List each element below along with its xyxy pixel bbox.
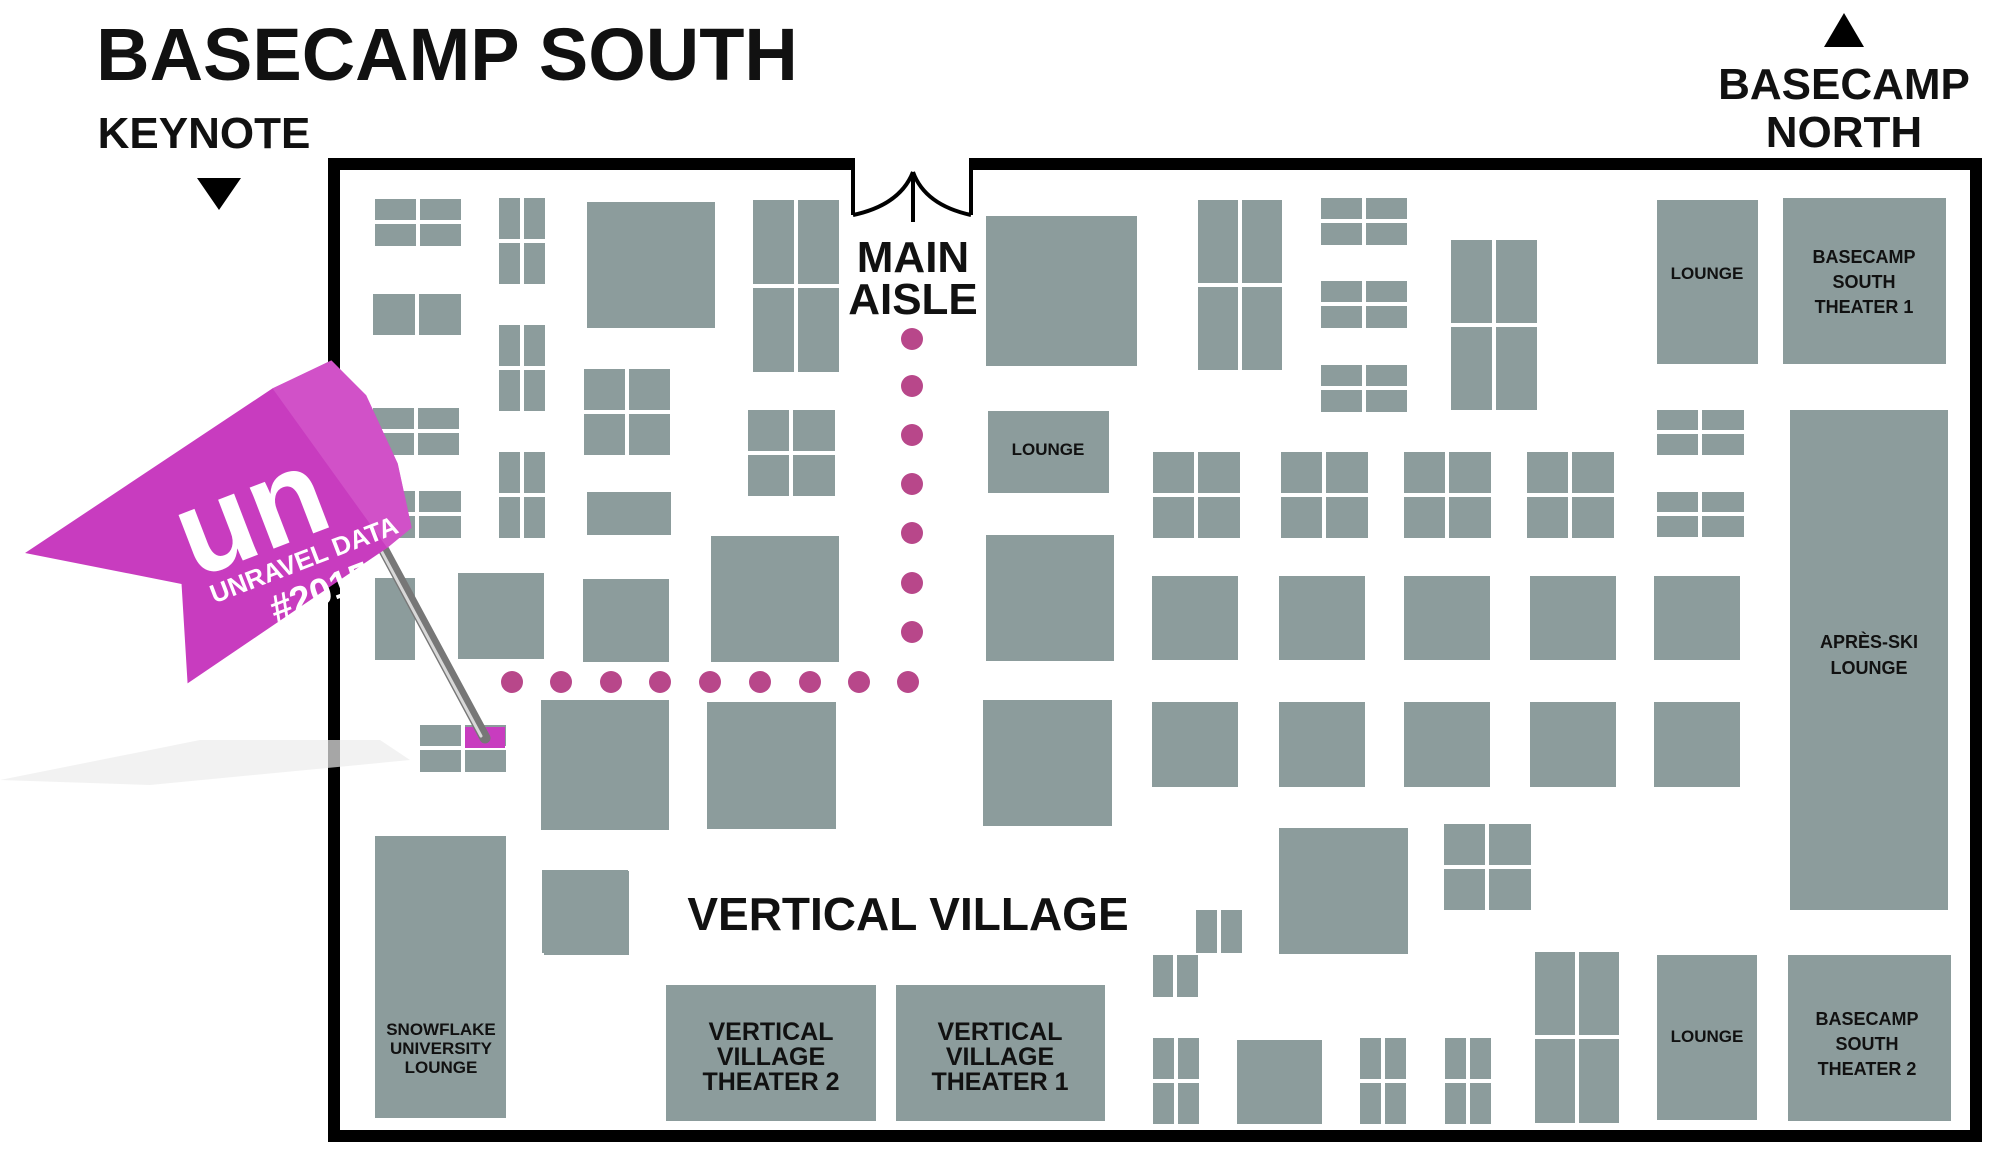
booth (542, 870, 628, 953)
route-dot (699, 671, 721, 693)
north-label-1: BASECAMP (1718, 60, 1970, 109)
booth-block (707, 200, 839, 829)
snowflake-label: UNIVERSITY (390, 1039, 493, 1058)
booth-block (1198, 198, 1946, 412)
route-dot (901, 621, 923, 643)
route-dot (901, 473, 923, 495)
entrance-door-icon (851, 158, 973, 222)
route-dot (901, 375, 923, 397)
vv-theater1-label: VILLAGE (946, 1043, 1054, 1071)
route-dot (901, 328, 923, 350)
theater1-label: BASECAMP (1812, 247, 1915, 267)
vv-theater2-label: VERTICAL (709, 1018, 834, 1046)
route-dot (799, 671, 821, 693)
theater1-label: SOUTH (1833, 272, 1896, 292)
theater2-label: BASECAMP (1815, 1009, 1918, 1029)
map-title: BASECAMP SOUTH (96, 13, 798, 96)
snowflake-label: SNOWFLAKE (386, 1020, 496, 1039)
route-dot (550, 671, 572, 693)
vv-theater2-label: THEATER 2 (702, 1068, 839, 1096)
lounge-label: LOUNGE (1671, 1027, 1744, 1046)
route-dot (749, 671, 771, 693)
booth-block (420, 198, 545, 772)
lounge-label: LOUNGE (1671, 264, 1744, 283)
up-triangle-icon (1824, 13, 1864, 47)
theater2-label: SOUTH (1836, 1034, 1899, 1054)
pin-shadow (0, 740, 410, 785)
booth-block (1152, 410, 1948, 910)
route-dot (897, 671, 919, 693)
main-aisle-label-2: AISLE (848, 275, 978, 324)
route-dot (649, 671, 671, 693)
vv-theater1-label: THEATER 1 (931, 1068, 1068, 1096)
unravel-data-pin-flag: un UNRAVEL DATA #2015 (25, 360, 412, 684)
route-dot (501, 671, 523, 693)
pin-needle (359, 509, 491, 744)
main-aisle-label-1: MAIN (857, 233, 969, 282)
north-label-2: NORTH (1766, 108, 1922, 157)
keynote-label: KEYNOTE (98, 109, 311, 158)
lounge-label: LOUNGE (1012, 440, 1085, 459)
apres-ski-label: LOUNGE (1830, 658, 1907, 678)
apres-ski-label: APRÈS-SKI (1820, 631, 1918, 652)
down-triangle-icon (197, 178, 241, 210)
booth-block (983, 216, 1137, 826)
hall-walls (328, 158, 1982, 1142)
booth-block (541, 202, 715, 955)
theater1-label: THEATER 1 (1815, 297, 1914, 317)
route-dot (848, 671, 870, 693)
route-dot (901, 424, 923, 446)
route-dot (901, 522, 923, 544)
vv-theater1-label: VERTICAL (938, 1018, 1063, 1046)
theater2-label: THEATER 2 (1818, 1059, 1917, 1079)
booth-block (1153, 824, 1951, 1124)
route-dot (901, 572, 923, 594)
vertical-village-label: VERTICAL VILLAGE (687, 888, 1128, 940)
route-path (501, 328, 923, 693)
booth-block (375, 836, 1105, 1121)
route-dot (600, 671, 622, 693)
snowflake-label: LOUNGE (405, 1058, 478, 1077)
booth-block (373, 199, 461, 660)
vv-theater2-label: VILLAGE (717, 1043, 825, 1071)
